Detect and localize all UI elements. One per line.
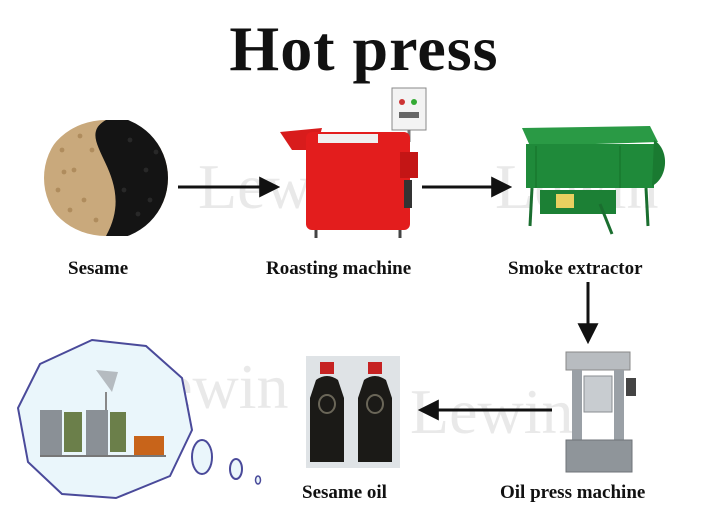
label-smoke-extractor: Smoke extractor: [508, 258, 643, 279]
label-roasting-machine: Roasting machine: [266, 258, 412, 279]
smoke-extractor-image: [522, 126, 666, 235]
label-oil-press-machine: Oil press machine: [500, 482, 646, 503]
label-sesame: Sesame: [68, 258, 129, 279]
sesame-seeds-image: [44, 120, 168, 236]
oil-press-image: [565, 351, 636, 473]
sesame-oil-bottles-image: [306, 356, 400, 468]
diagram-title: Hot press: [229, 13, 499, 84]
factory-line-image: [16, 338, 262, 500]
roasting-machine-image: [280, 87, 427, 238]
label-sesame-oil: Sesame oil: [302, 482, 387, 503]
